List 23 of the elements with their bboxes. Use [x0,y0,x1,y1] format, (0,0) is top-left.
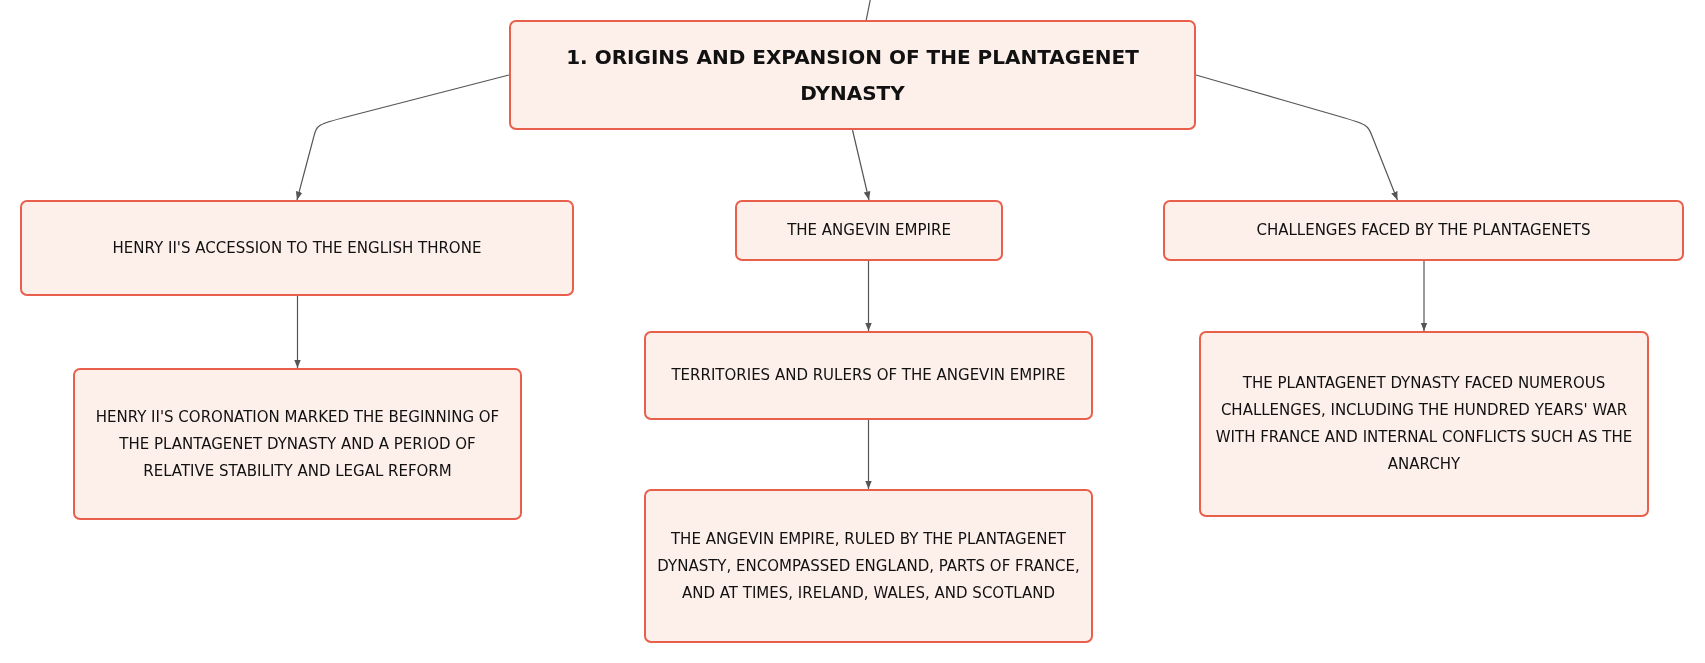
connector-arrow [294,295,301,369]
subtopic-box [644,489,1093,643]
node-text: HENRY II'S CORONATION MARKED THE BEGINNING OF THE PLANTAGENET DYNASTY AND A PERIOD OF RELATIVE STABILITY AND LEGAL REFORM [94,406,501,482]
node-text: CHALLENGES FACED BY THE PLANTAGENETS [1256,220,1591,241]
subtopic-box [1163,200,1684,261]
topic-box [509,20,1196,130]
subtopic-box [735,200,1003,261]
subtopic-box [73,368,522,520]
node-text: TERRITORIES AND RULERS OF THE ANGEVIN EMPIRE [671,365,1066,386]
subtopic-box [644,331,1093,420]
connector-arrow [295,74,510,201]
connector-arrow [865,260,872,332]
connector-arrow [865,419,872,490]
subtopic-box [20,200,574,296]
connector-arrow [1420,260,1428,332]
subtopic-box [1199,331,1649,517]
node-text: THE PLANTAGENET DYNASTY FACED NUMEROUS CHALLENGES, INCLUDING THE HUNDRED YEARS' WAR WITH FRANCE AND INTERNAL CONFLICTS SUCH AS THE ANARCHY [1214,373,1634,475]
node-text: 1. ORIGINS AND EXPANSION OF THE PLANTAGENET DYNASTY [565,44,1140,107]
node-text: HENRY II'S ACCESSION TO THE ENGLISH THRONE [112,237,482,259]
node-text: THE ANGEVIN EMPIRE, RULED BY THE PLANTAGENET DYNASTY, ENCOMPASSED ENGLAND, PARTS OF FRANCE, AND AT TIMES, IRELAND, WALES, AND SCOTLAND [656,528,1081,604]
node-text: THE ANGEVIN EMPIRE [787,220,951,241]
connector-arrow [1195,74,1399,201]
connector-arrow [851,129,871,201]
